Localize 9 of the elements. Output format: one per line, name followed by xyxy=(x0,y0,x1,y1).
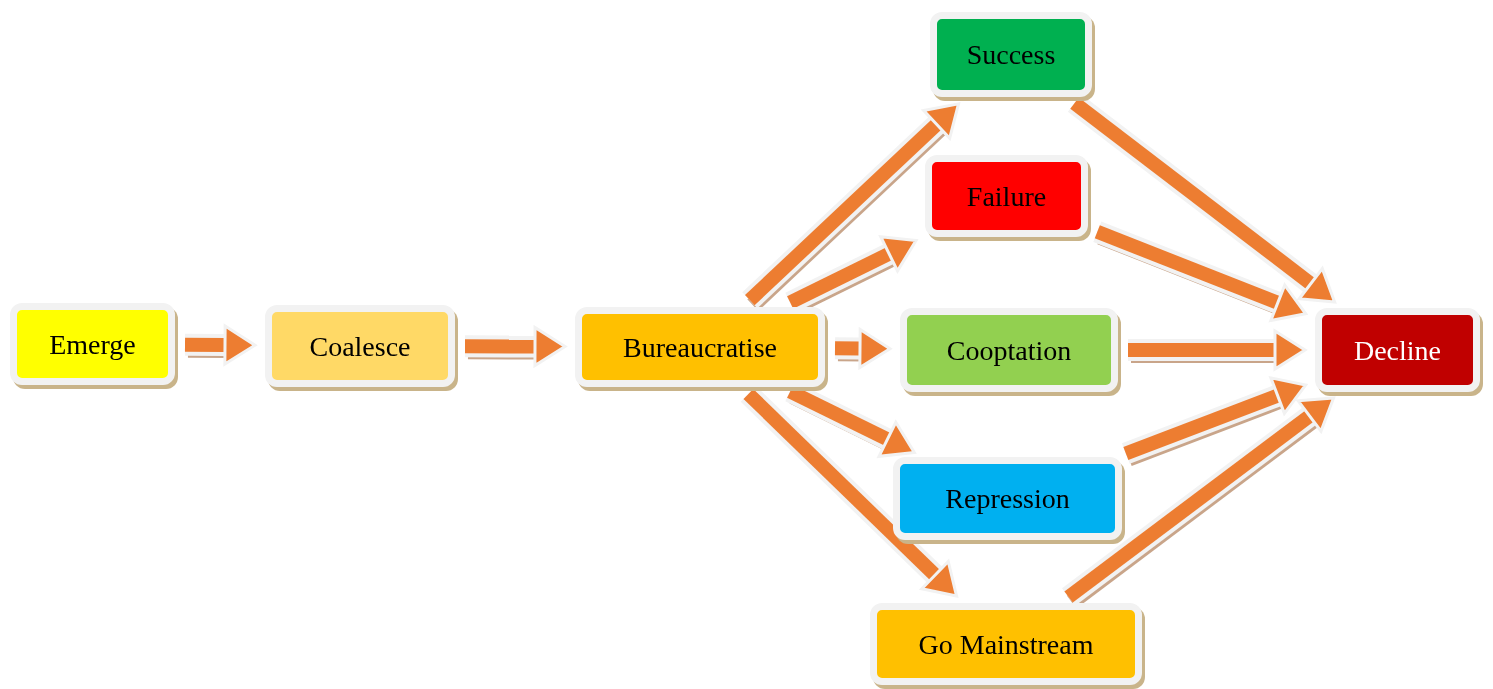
node-label: Cooptation xyxy=(946,333,1072,368)
node-label: Decline xyxy=(1353,333,1442,368)
node-label: Failure xyxy=(966,179,1047,214)
node-label: Repression xyxy=(945,482,1070,516)
node-label: Go Mainstream xyxy=(918,627,1094,662)
node-label: Coalesce xyxy=(309,329,411,364)
node-label: Emerge xyxy=(49,327,136,362)
node-label: Success xyxy=(966,38,1056,72)
node-label: Bureaucratise xyxy=(623,330,777,365)
